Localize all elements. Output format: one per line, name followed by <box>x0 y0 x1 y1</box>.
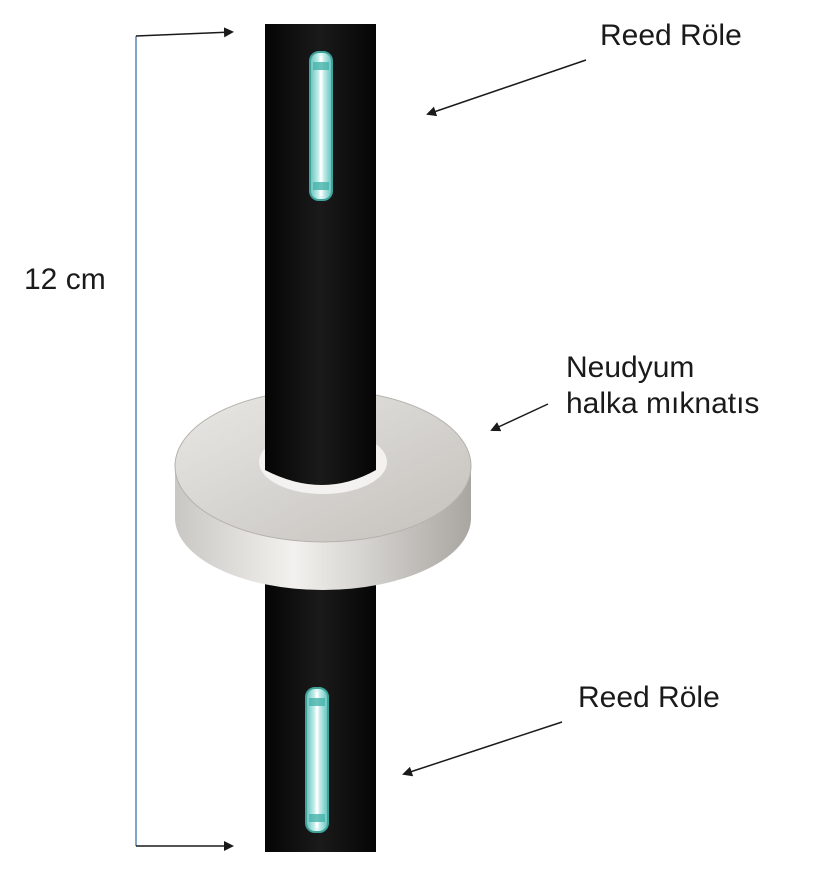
label-ring-magnet-line1: Neudyum <box>566 351 695 384</box>
reed-switch-top <box>309 51 333 201</box>
label-ring-magnet-line2: halka mıknatıs <box>566 387 760 420</box>
arrow-magnet <box>490 403 549 432</box>
label-ring-magnet: Neudyum halka mıknatıs <box>566 350 759 422</box>
dimension-bracket <box>135 27 234 851</box>
reed-switch-bottom <box>305 687 329 833</box>
label-reed-switch-bottom: Reed Röle <box>578 681 720 714</box>
label-dimension: 12 cm <box>24 263 106 296</box>
label-reed-switch-top: Reed Röle <box>600 19 742 52</box>
arrow-reed-top <box>426 59 587 117</box>
strip-upper <box>265 24 376 485</box>
arrow-reed-bottom <box>402 721 563 777</box>
